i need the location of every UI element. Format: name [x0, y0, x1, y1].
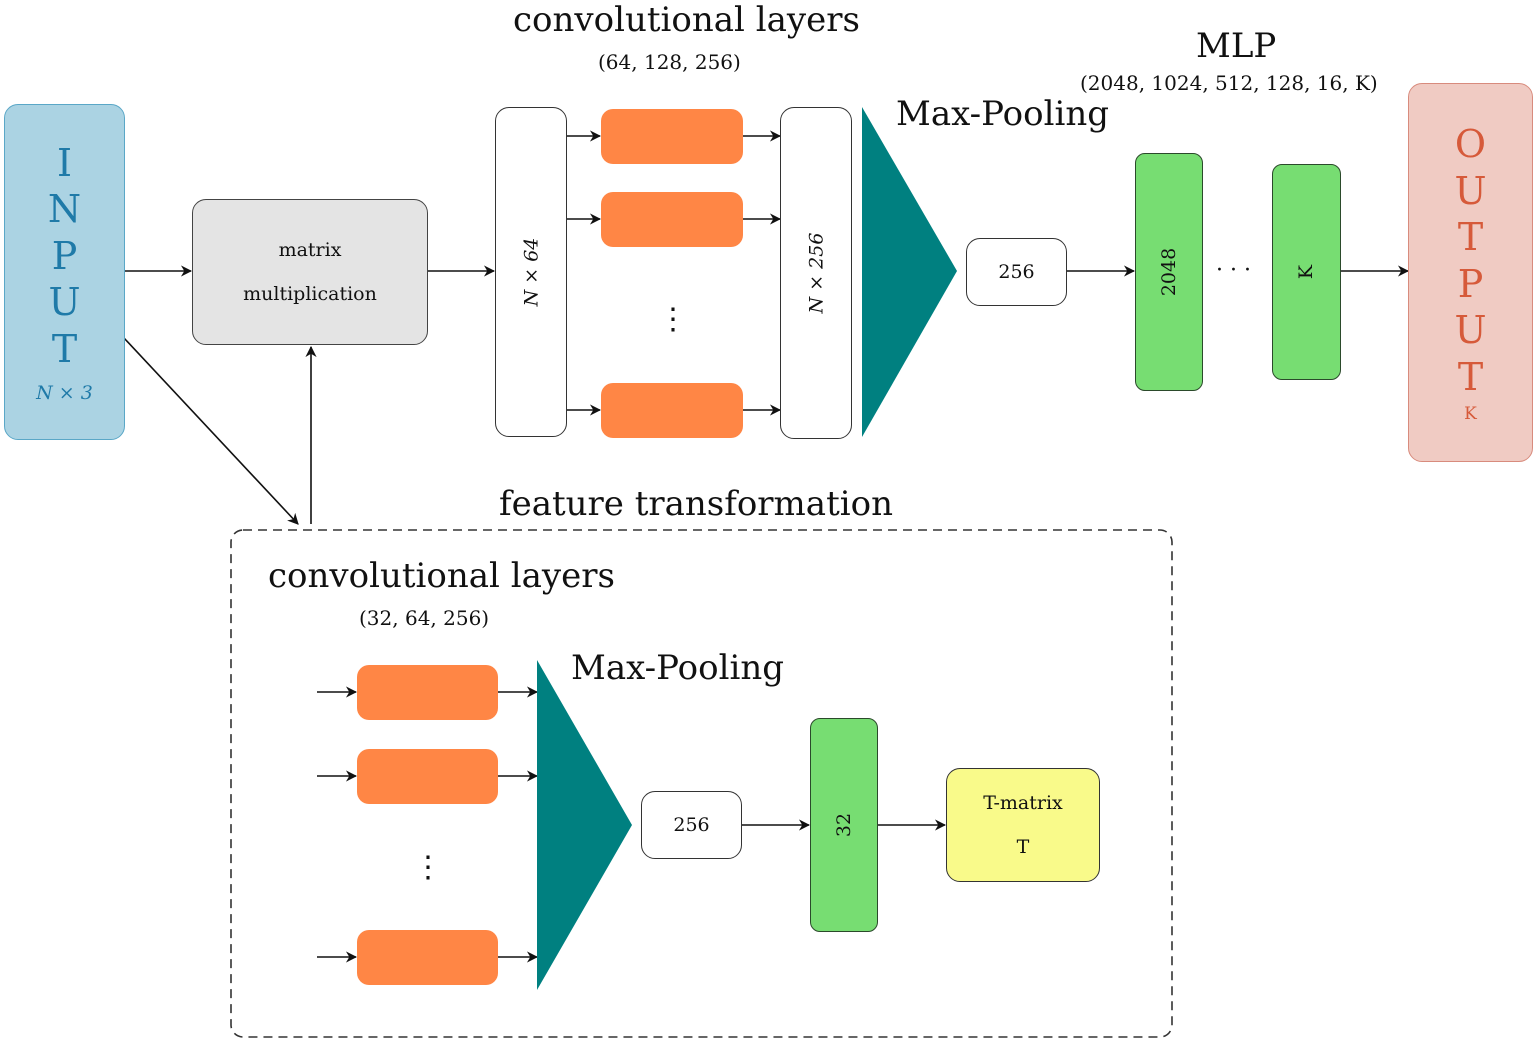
main-conv-dots: ⋮: [658, 302, 688, 337]
mlp-layer-last-label: K: [1295, 264, 1318, 280]
output-letter: P: [1457, 261, 1484, 306]
mlp-layer-first: 2048: [1135, 153, 1203, 391]
t-matrix-line2: T: [1016, 836, 1030, 858]
output-letter: U: [1454, 168, 1487, 213]
t-matrix-line1: T-matrix: [983, 792, 1063, 814]
input-letter: T: [51, 326, 78, 371]
output-dims: K: [1464, 404, 1477, 424]
arrow-input-to-feature-transform: [123, 337, 299, 525]
global-feature-vector: 256: [966, 238, 1067, 306]
ft-max-pooling-title: Max-Pooling: [571, 648, 784, 688]
input-letter: P: [51, 233, 78, 278]
ft-conv-title: convolutional layers: [268, 556, 615, 596]
point-features-256: N × 256: [780, 107, 852, 439]
ft-conv-layer-block: [357, 665, 498, 720]
ft-conv-layer-block: [357, 749, 498, 804]
output-letter: T: [1457, 215, 1484, 259]
feature-transformation-frame: [230, 529, 1173, 1038]
feature-transformation-title: feature transformation: [499, 484, 893, 524]
matmul-line1: matrix: [278, 239, 342, 261]
ft-feature-vector-label: 256: [673, 814, 710, 836]
conv-layer-block: [601, 192, 743, 247]
mlp-sizes: (2048, 1024, 512, 128, 16, K): [1080, 71, 1378, 95]
point-features-64-label: N × 64: [520, 237, 542, 307]
global-feature-vector-label: 256: [998, 261, 1035, 283]
mlp-layer-first-label: 2048: [1157, 247, 1180, 297]
output-letter: T: [1457, 354, 1484, 399]
main-max-pooling-triangle: [862, 107, 957, 437]
ft-conv-sizes: (32, 64, 256): [359, 606, 490, 630]
ft-conv-layer-block: [357, 930, 498, 985]
mlp-layer-last: K: [1272, 164, 1341, 380]
main-conv-sizes: (64, 128, 256): [598, 50, 741, 74]
input-letter: N: [47, 187, 82, 232]
main-conv-title: convolutional layers: [513, 0, 860, 40]
point-features-256-label: N × 256: [805, 232, 828, 314]
mlp-title: MLP: [1196, 26, 1277, 66]
ft-max-pooling-triangle: [537, 660, 632, 990]
matrix-multiplication-block: matrix multiplication: [192, 199, 428, 345]
conv-layer-block: [601, 109, 743, 164]
t-matrix-block: T-matrix T: [946, 768, 1100, 882]
matmul-line2: multiplication: [243, 283, 377, 305]
conv-layer-block: [601, 383, 743, 438]
point-features-64: N × 64: [495, 107, 567, 437]
ft-feature-vector: 256: [641, 791, 742, 859]
input-letter: U: [48, 280, 81, 325]
input-dims: N × 3: [36, 382, 93, 405]
main-max-pooling-title: Max-Pooling: [896, 94, 1109, 134]
ft-conv-dots: ⋮: [413, 850, 443, 885]
input-letter: I: [56, 140, 72, 185]
output-letter: U: [1454, 308, 1487, 352]
output-letter: O: [1454, 122, 1487, 166]
ft-fc-layer-label: 32: [833, 812, 855, 838]
mlp-dots: · · ·: [1216, 258, 1251, 283]
ft-fc-layer: 32: [810, 718, 878, 932]
